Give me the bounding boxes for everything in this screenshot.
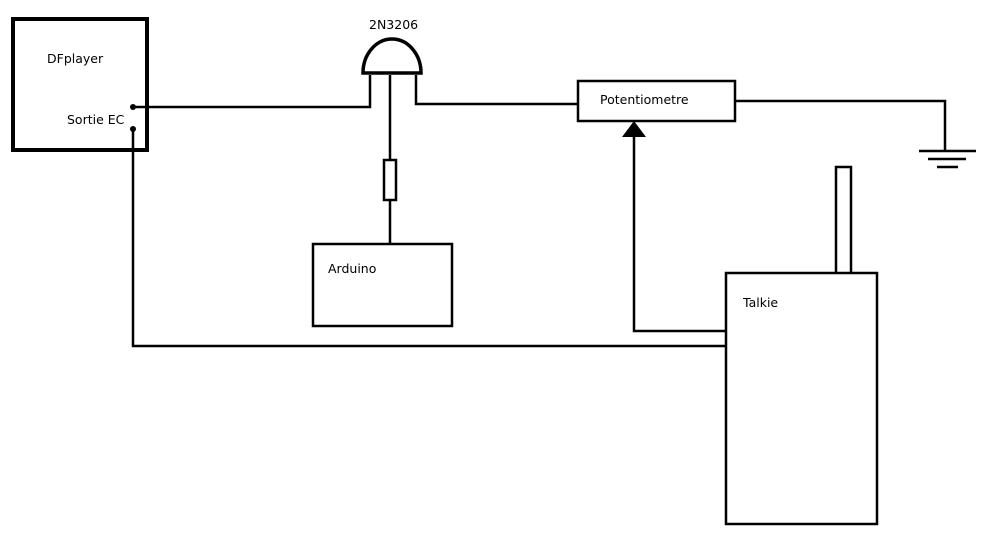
talkie-module: Talkie	[724, 165, 879, 526]
ground-icon	[919, 149, 976, 169]
transistor-label: 2N3206	[369, 17, 418, 32]
potentiometer-label: Potentiometre	[600, 92, 689, 107]
wire-wiper-to-talkie	[632, 128, 730, 333]
wire-transistor-to-potentiometer	[414, 75, 578, 106]
potentiometer: Potentiometre	[576, 79, 737, 137]
wire-potentiometer-to-ground	[735, 99, 947, 150]
dfplayer-output-label: Sortie EC	[67, 112, 125, 127]
wire-dfplayer-to-talkie	[131, 129, 726, 348]
wiper-arrow-icon	[622, 121, 646, 137]
arduino-module: Arduino	[311, 242, 454, 328]
talkie-box	[724, 271, 879, 526]
dfplayer-title: DFplayer	[47, 51, 104, 66]
dfplayer-box	[11, 17, 149, 152]
resistor	[382, 158, 398, 202]
potentiometer-box	[576, 79, 737, 123]
transistor: 2N3206	[361, 17, 423, 75]
dfplayer-module: DFplayer Sortie EC	[11, 17, 149, 152]
transistor-body	[361, 37, 423, 75]
wires	[131, 75, 947, 348]
arduino-box	[311, 242, 454, 328]
arduino-label: Arduino	[328, 261, 376, 276]
talkie-label: Talkie	[742, 295, 778, 310]
wire-dfplayer-to-transistor	[133, 75, 372, 109]
talkie-antenna	[834, 165, 853, 276]
